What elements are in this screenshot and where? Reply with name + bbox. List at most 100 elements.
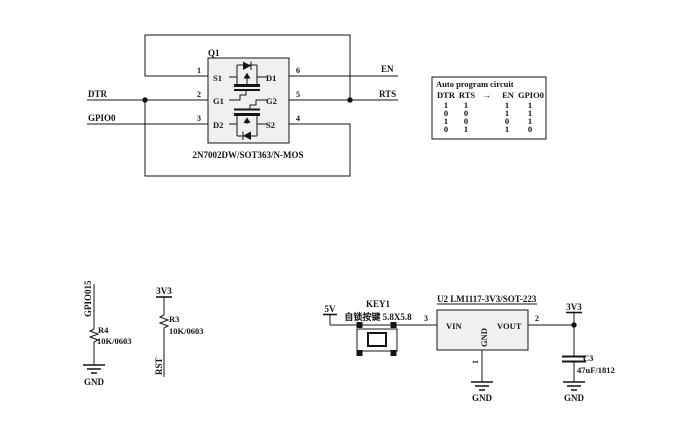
- u2-title: U2 LM1117-3V3/SOT-223: [437, 294, 537, 304]
- gnd-symbol-c3: GND: [563, 381, 585, 403]
- r3-resistor-symbol[interactable]: [158, 314, 170, 329]
- tt-cell: 0: [528, 124, 532, 134]
- net-label-3v3-r3: 3V3: [156, 286, 172, 296]
- truth-table-title: Auto program circuit: [436, 79, 514, 89]
- truth-table-row: 0 1 1 0: [444, 124, 532, 134]
- mosfet1-body-lines: [229, 64, 267, 84]
- auto-program-truth-table: Auto program circuit DTR RTS → EN GPIO0 …: [431, 76, 547, 140]
- tt-cell: 1: [464, 124, 468, 134]
- key1-pad-tl: [356, 322, 363, 328]
- net-label-5v: 5V: [325, 304, 337, 314]
- tt-cell: 1: [528, 116, 532, 126]
- mosfet2-gate-bar: [234, 108, 260, 111]
- q1-pin-2: 2: [197, 90, 201, 99]
- truth-table-arrow-icon: →: [483, 90, 492, 100]
- wire-s1-loop-top: [144, 34, 351, 100]
- r4-resistor-branch: GPIO015 R4 10K/0603 GND: [83, 280, 131, 387]
- mosfet1-gate-step: [229, 91, 247, 101]
- junction-dot-rts: [347, 97, 353, 103]
- u2-pin-name-gnd: GND: [479, 328, 489, 347]
- truth-table-header-gpio0: GPIO0: [518, 90, 544, 100]
- q1-pin-6: 6: [296, 66, 300, 75]
- q1-pin-name-g2: G2: [266, 96, 277, 106]
- key1-pad-bl: [356, 350, 363, 356]
- u2-body: [436, 309, 529, 351]
- q1-mosfet-circuit: DTR GPIO0 EN RTS Q1 2N7002DW/SOT363/N-MO…: [87, 34, 398, 177]
- mosfet2-body-lines: [229, 116, 267, 137]
- r4-value: 10K/0603: [97, 336, 131, 346]
- net-label-rts: RTS: [379, 89, 396, 99]
- mosfet2-body-diode-icon: [243, 131, 251, 140]
- tt-cell: 0: [505, 116, 509, 126]
- q1-pin-5: 5: [296, 90, 300, 99]
- net-label-en: EN: [381, 64, 394, 74]
- mosfet2-substrate-arrow-icon: [243, 117, 251, 123]
- c3-capacitor[interactable]: C3 47uF/1812: [562, 353, 615, 375]
- gnd-symbol-u2: GND: [471, 381, 493, 403]
- c3-value: 47uF/1812: [577, 365, 615, 375]
- u2-pin-3: 3: [424, 314, 428, 323]
- mosfet1-body-diode-icon: [243, 61, 251, 70]
- net-label-3v3-out: 3V3: [566, 302, 582, 312]
- q1-pin-name-d2: D2: [213, 120, 223, 130]
- gnd-label: GND: [472, 393, 493, 403]
- gnd-label: GND: [564, 393, 585, 403]
- key1-pad-br: [390, 350, 397, 356]
- tt-cell: 1: [528, 100, 532, 110]
- mosfet2-channel-bar: [234, 113, 260, 116]
- tt-cell: 1: [444, 116, 448, 126]
- mosfet1-substrate-arrow-icon: [243, 72, 251, 79]
- tt-cell: 1: [505, 108, 509, 118]
- key1-refdes: KEY1: [366, 299, 391, 309]
- net-label-gpio015: GPIO015: [83, 280, 93, 317]
- u2-pin-name-vout: VOUT: [497, 321, 522, 331]
- tt-cell: 0: [444, 124, 448, 134]
- r4-resistor-symbol[interactable]: [88, 328, 100, 343]
- c3-refdes: C3: [583, 353, 593, 363]
- mosfet1-channel-bar: [234, 84, 260, 87]
- u2-pin-1: 1: [471, 360, 480, 364]
- q1-pin-3: 3: [197, 114, 201, 123]
- net-label-gpio0: GPIO0: [88, 113, 116, 123]
- q1-pin-name-g1: G1: [213, 96, 224, 106]
- tt-cell: 0: [444, 108, 448, 118]
- u2-regulator[interactable]: U2 LM1117-3V3/SOT-223 VIN GND VOUT: [436, 294, 537, 351]
- net-label-rst: RST: [154, 357, 164, 375]
- power-section: 5V KEY1 自锁按键 5.8X5.8 3 U2 LM1117-3V3/SOT…: [323, 294, 615, 403]
- q1-body[interactable]: [207, 57, 290, 144]
- tt-cell: 0: [464, 108, 468, 118]
- tt-cell: 0: [464, 116, 468, 126]
- gnd-bars: [563, 381, 585, 391]
- mosfet-symbol-bottom: [229, 99, 267, 140]
- truth-table-border: [431, 76, 547, 140]
- key1-button[interactable]: KEY1 自锁按键 5.8X5.8: [344, 299, 412, 356]
- u2-pin-2: 2: [535, 314, 539, 323]
- gnd-bars: [471, 381, 493, 391]
- q1-pin-4: 4: [296, 114, 300, 123]
- q1-pin-name-d1: D1: [266, 73, 276, 83]
- r3-resistor-branch: 3V3 R3 10K/0603 RST: [154, 286, 203, 377]
- tt-cell: 1: [444, 100, 448, 110]
- truth-table-row: 1 1 1 1: [444, 100, 532, 110]
- truth-table-row: 1 0 0 1: [444, 116, 532, 126]
- u2-pin-name-vin: VIN: [446, 321, 462, 331]
- truth-table-header-rts: RTS: [459, 90, 476, 100]
- q1-refdes: Q1: [208, 48, 220, 58]
- tt-cell: 1: [528, 108, 532, 118]
- gnd-bars: [83, 364, 105, 374]
- mosfet2-gate-step: [249, 99, 267, 109]
- truth-table-header-dtr: DTR: [437, 90, 456, 100]
- gnd-symbol-r4: GND: [83, 364, 105, 387]
- q1-pin-name-s2: S2: [266, 120, 275, 130]
- tt-cell: 1: [505, 100, 509, 110]
- net-label-dtr: DTR: [88, 89, 108, 99]
- q1-part-number: 2N7002DW/SOT363/N-MOS: [192, 150, 303, 160]
- c3-plates: [562, 355, 586, 363]
- truth-table-row: 0 0 1 1: [444, 108, 532, 118]
- key1-pad-tr: [390, 322, 397, 328]
- r3-refdes: R3: [169, 314, 179, 324]
- wire-s2-loop-bottom: [144, 100, 351, 177]
- q1-pin-1: 1: [197, 66, 201, 75]
